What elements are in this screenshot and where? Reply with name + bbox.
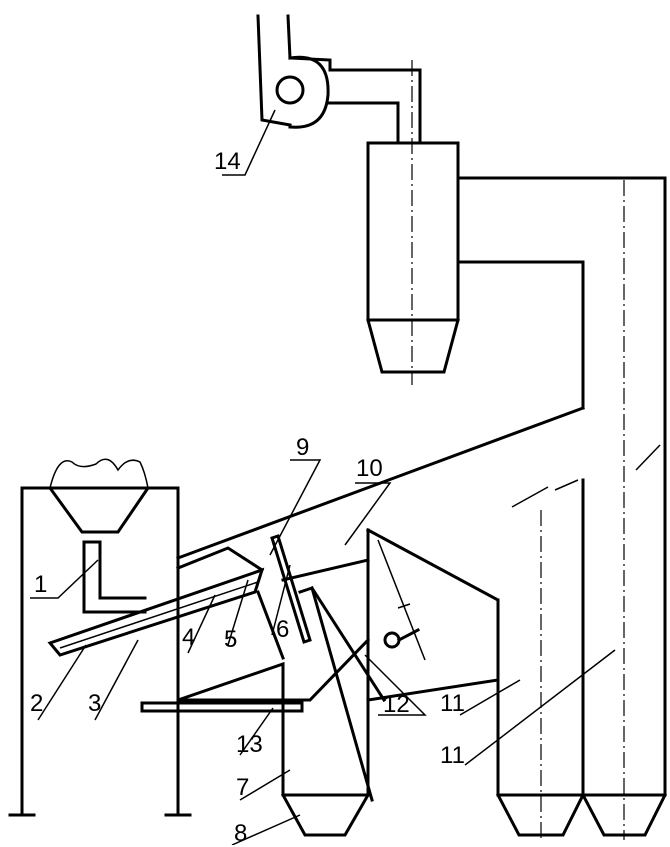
label-11-upper: 11	[440, 690, 465, 717]
inclined-plates	[270, 534, 387, 802]
label-9: 9	[296, 434, 310, 461]
conveyor-13	[140, 701, 304, 713]
leader-lines	[30, 109, 616, 845]
label-4: 4	[182, 624, 196, 651]
label-5: 5	[224, 626, 238, 653]
support-frame	[8, 486, 192, 817]
label-11-lower: 11	[440, 742, 465, 769]
label-10: 10	[356, 455, 383, 482]
label-3: 3	[88, 690, 102, 717]
feeder-tube	[47, 546, 265, 657]
feed-hopper-1	[47, 458, 151, 614]
label-12: 12	[383, 691, 410, 718]
label-14: 14	[214, 148, 241, 175]
fan-14	[256, 14, 422, 145]
cyclone-separator	[366, 60, 460, 385]
valve-symbol	[377, 539, 426, 661]
separator-body	[176, 527, 500, 837]
label-8: 8	[234, 820, 248, 847]
label-7: 7	[236, 774, 250, 801]
label-2: 2	[30, 690, 44, 717]
label-1: 1	[34, 571, 48, 598]
label-6: 6	[276, 616, 290, 643]
label-13: 13	[236, 731, 263, 758]
